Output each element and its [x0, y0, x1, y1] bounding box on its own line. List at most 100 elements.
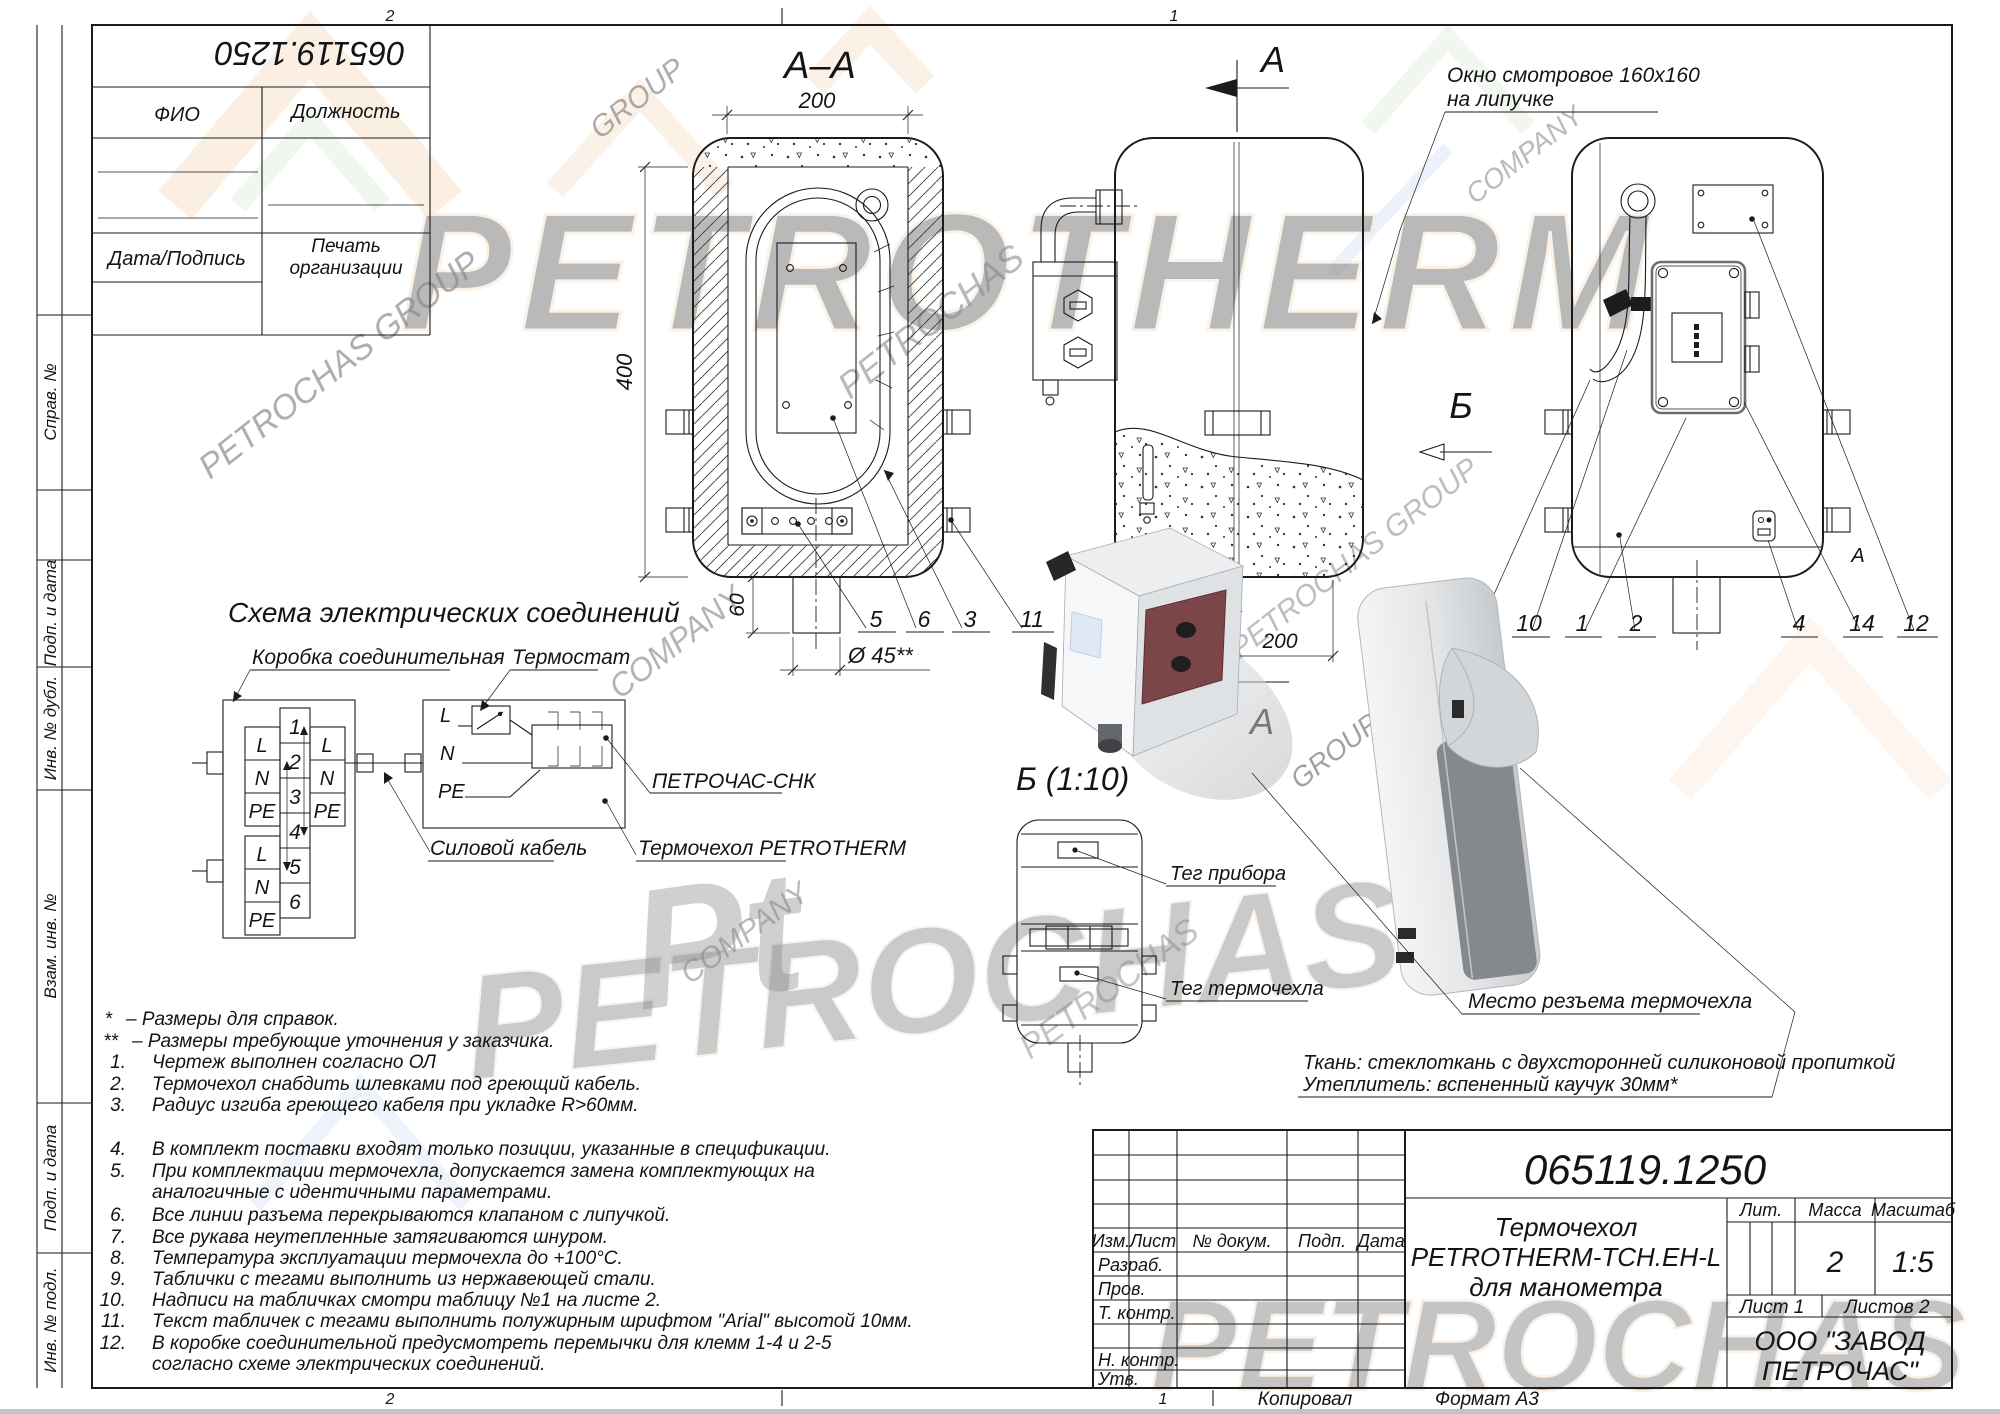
dim-diameter: Ø 45** — [847, 643, 914, 668]
scale-label: Масштаб — [1871, 1200, 1956, 1220]
watermark-text: PETROTHERM — [400, 178, 1656, 366]
junction-box-side — [1032, 189, 1140, 406]
note-text: При комплектации термочехла, допускается… — [152, 1161, 815, 1182]
change-col: Подп. — [1298, 1231, 1346, 1251]
callout-number: 4 — [1793, 610, 1806, 636]
window-note-line1: Окно смотровое 160x160 — [1447, 64, 1700, 87]
terminal-label: PE — [249, 910, 276, 932]
note-text: согласно схеме электрических соединений. — [152, 1354, 545, 1375]
zone-number-bottom-right: 1 — [1159, 1391, 1168, 1408]
company-line2: ПЕТРОЧАС" — [1762, 1356, 1919, 1386]
stamp-col-position: Должность — [289, 101, 400, 123]
product-name-line2: PETROTHERM-TCH.EH-L — [1411, 1242, 1722, 1272]
zone-number-top-left: 2 — [385, 8, 395, 25]
terminal-label: N — [255, 877, 270, 899]
section-aa-view: А–А 200 — [612, 45, 1054, 676]
title-block: Изм. Лист № докум. Подп. Дата Разраб. Пр… — [1092, 1129, 1956, 1389]
note-marker: 12. — [100, 1333, 126, 1354]
power-cable-label: Силовой кабель — [430, 837, 587, 860]
terminal-number: 3 — [289, 786, 301, 809]
note-marker: 4. — [110, 1139, 126, 1160]
note-text: Текст табличек с тегами выполнить полужи… — [152, 1311, 913, 1332]
sidebar-labels: Справ. № Подп. и дата Инв. № дубл. Взам.… — [41, 363, 60, 1372]
dim-60: 60 — [726, 593, 749, 617]
callout-number: 1 — [1576, 610, 1589, 636]
note-text: Термочехол снабдить шлевками под греющий… — [152, 1074, 641, 1095]
terminal-label: L — [256, 735, 267, 757]
note-marker: 2. — [109, 1074, 126, 1095]
change-col: Дата — [1355, 1231, 1405, 1251]
product-name-line3: для манометра — [1469, 1272, 1662, 1302]
format-label: Формат А3 — [1435, 1389, 1539, 1410]
note-marker: 10. — [100, 1290, 126, 1311]
sheet-frame — [0, 8, 2000, 1414]
callout-number: 3 — [964, 606, 977, 632]
callout-number: 5 — [870, 606, 883, 632]
terminal-label: L — [440, 705, 451, 727]
thermostat-label: Термостат — [512, 646, 630, 669]
note-marker: 6. — [110, 1205, 126, 1226]
terminal-number: 4 — [289, 821, 301, 844]
note-marker: 5. — [110, 1161, 126, 1182]
note-marker: 11. — [101, 1311, 126, 1332]
belt-loop — [665, 409, 971, 533]
sidebar-label: Инв. № дубл. — [41, 676, 60, 781]
electrical-schematic: Схема электрических соединений Коробка с… — [192, 597, 907, 939]
stamp-date-sign: Дата/Подпись — [106, 248, 246, 270]
terminal-number: 6 — [289, 891, 301, 914]
stamp-col-fio: ФИО — [154, 104, 200, 126]
zone-number-top-right: 1 — [1170, 8, 1179, 25]
change-col: № докум. — [1192, 1231, 1271, 1251]
fabric-note-line2: Утеплитель: вспененный каучук 30мм* — [1302, 1074, 1679, 1096]
note-text: Все рукава неутепленные затягиваются шну… — [152, 1227, 608, 1248]
callout-number: 10 — [1516, 610, 1542, 636]
notes-block: * – Размеры для справок. ** – Размеры тр… — [100, 1009, 913, 1375]
tag-cover-label: Тег термочехла — [1170, 978, 1324, 1000]
sign-row: Н. контр. — [1098, 1350, 1179, 1370]
doc-number: 065119.1250 — [1524, 1146, 1767, 1193]
dim-200-top: 200 — [798, 88, 836, 113]
sidebar-label: Подп. и дата — [41, 1125, 60, 1231]
mass-label: Масса — [1808, 1200, 1861, 1220]
terminal-label: PE — [249, 801, 276, 823]
note-text: Все линии разъема перекрываются клапаном… — [152, 1205, 670, 1226]
section-aa-title: А–А — [782, 45, 856, 87]
terminal-label: PE — [438, 781, 465, 803]
junction-box-label: Коробка соединительная — [252, 646, 505, 669]
terminal-label: N — [320, 768, 335, 790]
seam-label: Место резъема термочехла — [1468, 990, 1752, 1013]
callout-number: 6 — [918, 606, 931, 632]
detail-b-view: Б (1:10) Тег прибора Тег термочехла — [1002, 761, 1324, 1085]
stamp-seal-line2: организации — [289, 258, 402, 279]
stamp-seal-line1: Печать — [311, 236, 381, 257]
sign-row: Утв. — [1097, 1369, 1139, 1389]
note-text: – Размеры требующие уточнения у заказчик… — [131, 1031, 554, 1052]
render-cover-with-device — [1041, 527, 1293, 800]
note-text: Надписи на табличках смотри таблицу №1 н… — [152, 1290, 661, 1311]
dim-200-side: 200 — [1261, 630, 1297, 653]
note-text: Таблички с тегами выполнить из нержавеющ… — [152, 1269, 656, 1290]
note-text: аналогичные с идентичными параметрами. — [152, 1182, 552, 1203]
product-name-line1: Термочехол — [1495, 1212, 1638, 1242]
sign-row: Разраб. — [1098, 1255, 1163, 1275]
watermark-text: Pt — [619, 834, 820, 1047]
zone-letter-right: А — [1850, 545, 1864, 567]
view-letter-b: Б — [1449, 385, 1472, 426]
note-marker: 3. — [110, 1095, 126, 1116]
terminal-label: N — [440, 743, 455, 765]
note-text: Чертеж выполнен согласно ОЛ — [152, 1052, 437, 1073]
tag-device-label: Тег прибора — [1170, 863, 1286, 885]
terminal-label: L — [321, 735, 332, 757]
copied-label: Копировал — [1258, 1389, 1353, 1410]
fabric-note-line1: Ткань: стеклоткань с двухсторонней силик… — [1303, 1052, 1895, 1074]
sidebar-label: Инв. № подл. — [41, 1267, 60, 1373]
note-text: Температура эксплуатации термочехла до +… — [152, 1248, 623, 1269]
section-letter-top: А — [1259, 39, 1285, 80]
heater-label: ПЕТРОЧАС-СНК — [652, 770, 817, 793]
terminal-number: 5 — [289, 856, 301, 879]
note-text: В коробке соединительной предусмотреть п… — [152, 1333, 832, 1354]
sheets-total: Листов 2 — [1842, 1297, 1929, 1318]
note-marker: ** — [103, 1031, 118, 1052]
